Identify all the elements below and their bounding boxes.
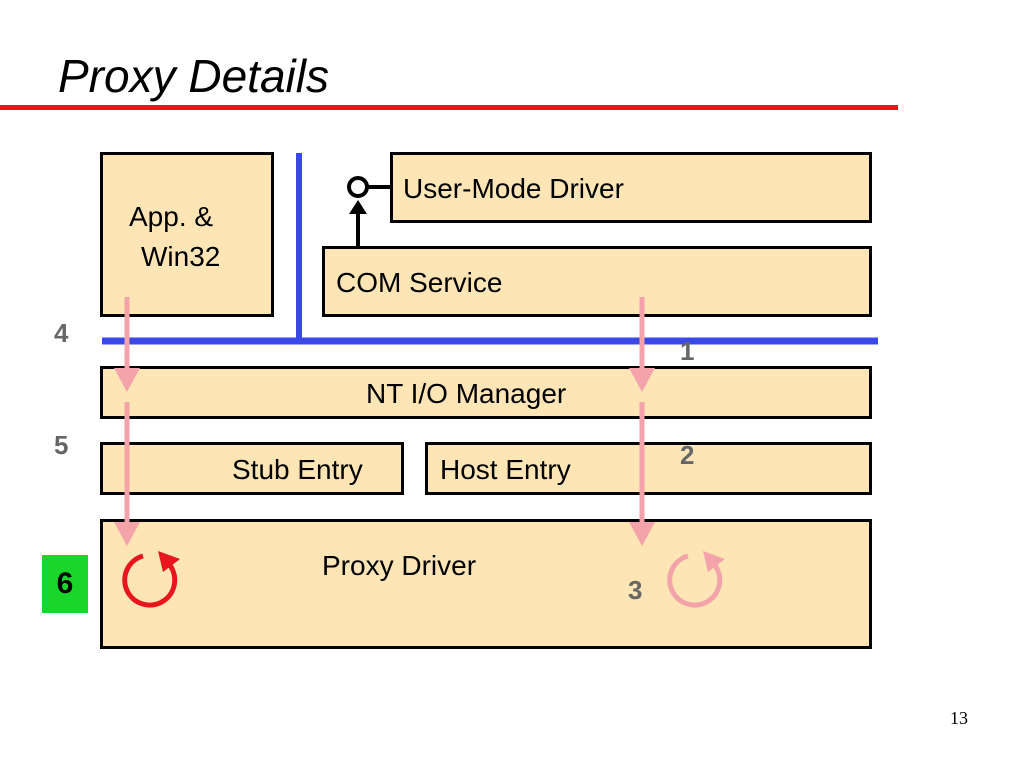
proxy-driver-label: Proxy Driver <box>322 550 477 581</box>
proxy-driver-box: Proxy Driver <box>100 519 872 649</box>
right-flow-arrows <box>629 297 655 546</box>
nt-io-manager-box: NT I/O Manager <box>100 366 872 419</box>
host-entry-box: Host Entry <box>425 442 872 495</box>
step-1-label: 1 <box>680 336 695 366</box>
connector-arrow-head <box>349 200 367 214</box>
slide-title: Proxy Details <box>58 50 329 102</box>
user-mode-driver-box: User-Mode Driver <box>390 152 872 223</box>
plug-connector-icon <box>347 176 369 198</box>
app-win32-label-line2: Win32 <box>141 241 221 272</box>
left-flow-arrows <box>114 297 140 546</box>
stub-entry-label: Stub Entry <box>232 454 363 485</box>
step-6-badge: 6 <box>42 555 88 613</box>
host-entry-label: Host Entry <box>440 454 571 485</box>
nt-io-manager-label: NT I/O Manager <box>366 378 567 409</box>
page-number: 13 <box>950 708 968 728</box>
stub-entry-box: Stub Entry <box>100 442 404 495</box>
title-underline <box>0 105 898 110</box>
com-service-label: COM Service <box>336 267 503 298</box>
step-4-label: 4 <box>54 318 69 348</box>
step-2-label: 2 <box>680 440 695 470</box>
app-win32-box: App. & Win32 <box>100 152 274 317</box>
step-5-label: 5 <box>54 430 69 460</box>
app-win32-label-line1: App. & <box>129 201 214 232</box>
com-service-box: COM Service <box>322 246 872 317</box>
step-3-label: 3 <box>628 575 643 605</box>
user-mode-driver-label: User-Mode Driver <box>403 173 624 204</box>
